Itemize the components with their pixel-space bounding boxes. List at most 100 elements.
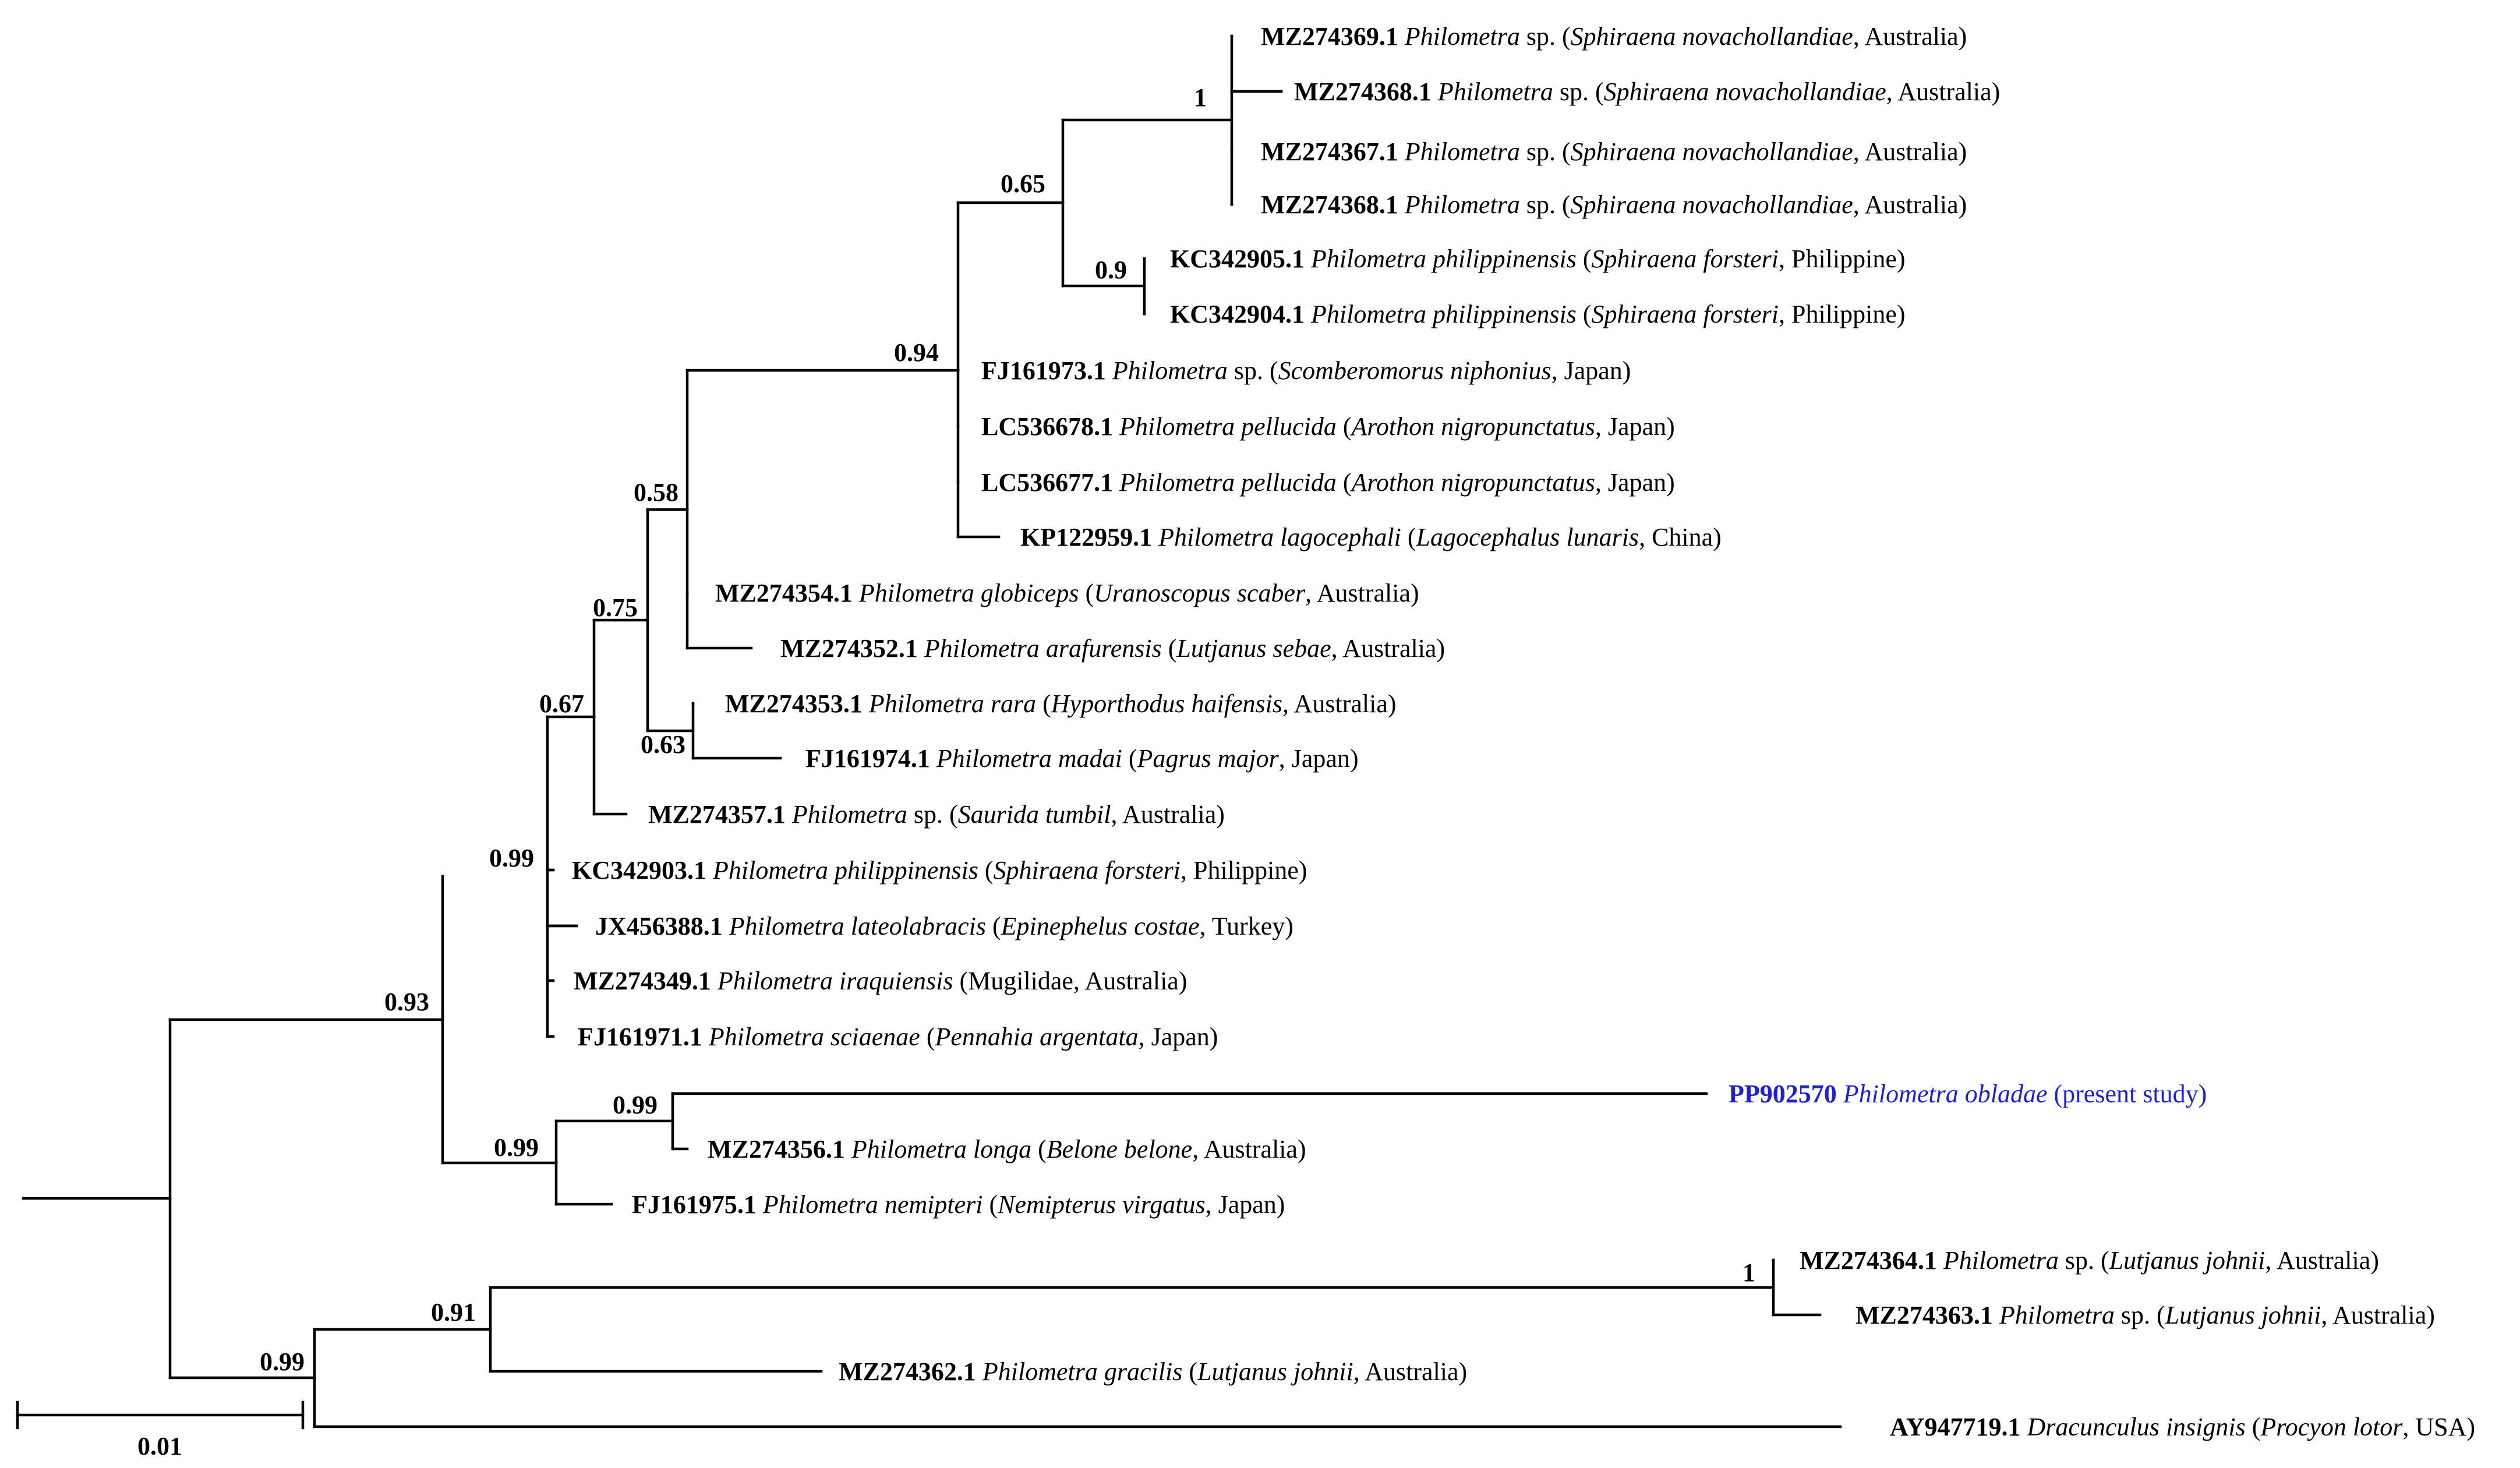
accession-number: MZ274352.1 [780, 634, 924, 663]
locality: , Japan) [1206, 1190, 1285, 1219]
support-value: 0.94 [894, 338, 939, 367]
leaf-label: FJ161973.1 Philometra sp. (Scomberomorus… [981, 356, 1631, 385]
support-value: 0.99 [494, 1133, 539, 1162]
species-name: Philometra [1943, 1246, 2059, 1275]
locality: , USA) [2402, 1413, 2475, 1441]
accession-number: MZ274354.1 [715, 579, 859, 607]
host-name: Pennahia argentata [934, 1023, 1138, 1051]
species-name: Philometra [1999, 1301, 2115, 1329]
host-name: Sphiraena forsteri [994, 856, 1181, 885]
leaf-label: KC342903.1 Philometra philippinensis (Sp… [572, 856, 1307, 885]
label-punctuation: ( [1182, 1357, 1197, 1386]
host-name: Arothon nigropunctatus [1350, 412, 1595, 441]
label-punctuation: sp. ( [2059, 1246, 2109, 1275]
leaf-label: MZ274368.1 Philometra sp. (Sphiraena nov… [1261, 190, 1967, 219]
leaf-label: FJ161971.1 Philometra sciaenae (Pennahia… [578, 1023, 1218, 1051]
leaf-label: MZ274357.1 Philometra sp. (Saurida tumbi… [648, 800, 1225, 829]
leaf-label: MZ274367.1 Philometra sp. (Sphiraena nov… [1261, 137, 1967, 166]
label-punctuation: ( [1036, 689, 1051, 718]
accession-number: MZ274364.1 [1800, 1246, 1943, 1275]
support-value: 0.67 [539, 689, 584, 718]
accession-number: KC342904.1 [1170, 300, 1311, 328]
host-name: Lutjanus johnii [2109, 1246, 2265, 1275]
accession-number: MZ274356.1 [708, 1135, 851, 1163]
accession-number: LC536677.1 [981, 468, 1119, 497]
support-value: 0.99 [489, 844, 534, 872]
host-name: Hyporthodus haifensis [1051, 689, 1282, 718]
locality: , Philippine) [1779, 245, 1906, 273]
leaf-label: AY947719.1 Dracunculus insignis (Procyon… [1890, 1413, 2475, 1441]
species-name: Philometra rara [868, 689, 1036, 718]
species-name: Philometra [1404, 22, 1520, 51]
host-name: Belone belone [1047, 1135, 1192, 1163]
host-name: Lutjanus johnii [1197, 1357, 1353, 1386]
label-punctuation: sp. ( [1520, 137, 1571, 166]
host-name: Sphiraena forsteri [1592, 245, 1779, 273]
locality: , Australia) [1853, 22, 1967, 51]
species-name: Philometra pellucida [1119, 468, 1337, 497]
locality: , Australia) [1886, 77, 2001, 106]
accession-number: MZ274368.1 [1294, 77, 1438, 106]
support-value: 1 [1743, 1258, 1755, 1287]
accession-number: MZ274357.1 [648, 800, 792, 829]
leaf-label: MZ274364.1 Philometra sp. (Lutjanus john… [1800, 1246, 2379, 1275]
host-name: Saurida tumbil [958, 800, 1111, 829]
species-name: Philometra pellucida [1119, 412, 1337, 441]
accession-number: MZ274367.1 [1261, 137, 1405, 166]
locality: , Australia) [2321, 1301, 2435, 1329]
leaf-label-highlighted: PP902570 Philometra obladae (present stu… [1729, 1080, 2207, 1108]
locality: , Australia) [1192, 1135, 1306, 1163]
leaf-label: JX456388.1 Philometra lateolabracis (Epi… [595, 912, 1293, 940]
locality: , Australia) [1282, 689, 1397, 718]
host-name: Sphiraena novachollandiae [1604, 77, 1886, 106]
species-name: Philometra [1404, 137, 1520, 166]
host-name: Sphiraena novachollandiae [1571, 22, 1853, 51]
species-name: Philometra sciaenae [708, 1023, 920, 1051]
accession-number: MZ274368.1 [1261, 190, 1405, 219]
leaf-label: LC536677.1 Philometra pellucida (Arothon… [981, 468, 1675, 497]
leaf-label: FJ161974.1 Philometra madai (Pagrus majo… [805, 744, 1359, 773]
locality: , Australia) [1111, 800, 1225, 829]
accession-number: KC342905.1 [1170, 245, 1311, 273]
scale-bar-label: 0.01 [137, 1432, 182, 1460]
label-punctuation: sp. ( [1228, 356, 1278, 385]
host-name: Sphiraena novachollandiae [1571, 137, 1853, 166]
species-name: Dracunculus insignis [2027, 1413, 2246, 1441]
support-value: 0.99 [613, 1091, 658, 1119]
species-name: Philometra lagocephali [1158, 523, 1401, 551]
leaf-label: MZ274353.1 Philometra rara (Hyporthodus … [725, 689, 1397, 718]
accession-number: KP122959.1 [1020, 523, 1158, 551]
label-punctuation: ( [953, 967, 968, 995]
locality: , Philippine) [1779, 300, 1906, 328]
accession-number: FJ161971.1 [578, 1023, 709, 1051]
label-punctuation: sp. ( [1553, 77, 1604, 106]
label-punctuation: ( [2048, 1080, 2063, 1108]
label-punctuation: sp. ( [1520, 190, 1571, 219]
host-name: Epinephelus costae [1001, 912, 1200, 940]
accession-number: MZ274369.1 [1261, 22, 1405, 51]
label-punctuation: ( [1577, 300, 1592, 328]
accession-number: FJ161975.1 [632, 1190, 763, 1219]
leaf-label: MZ274362.1 Philometra gracilis (Lutjanus… [839, 1357, 1467, 1386]
label-punctuation: sp. ( [2115, 1301, 2165, 1329]
species-name: Philometra arafurensis [924, 634, 1162, 663]
species-name: Philometra [1437, 77, 1553, 106]
accession-number: MZ274349.1 [574, 967, 718, 995]
leaf-label: LC536678.1 Philometra pellucida (Arothon… [981, 412, 1675, 441]
accession-number: JX456388.1 [595, 912, 729, 940]
support-value: 0.93 [384, 988, 429, 1016]
accession-number: FJ161973.1 [981, 356, 1112, 385]
support-value: 0.65 [1001, 169, 1045, 198]
locality: , Australia) [1853, 190, 1967, 219]
accession-number: MZ274353.1 [725, 689, 869, 718]
species-name: Philometra iraquiensis [717, 967, 953, 995]
label-punctuation: ( [2246, 1413, 2261, 1441]
locality: , Japan) [1139, 1023, 1218, 1051]
locality: , Australia) [1853, 137, 1967, 166]
host-name: Arothon nigropunctatus [1350, 468, 1595, 497]
label-punctuation: sp. ( [907, 800, 958, 829]
leaf-label: MZ274352.1 Philometra arafurensis (Lutja… [780, 634, 1445, 663]
leaf-label: KC342904.1 Philometra philippinensis (Sp… [1170, 300, 1906, 328]
label-punctuation: ( [1401, 523, 1416, 551]
